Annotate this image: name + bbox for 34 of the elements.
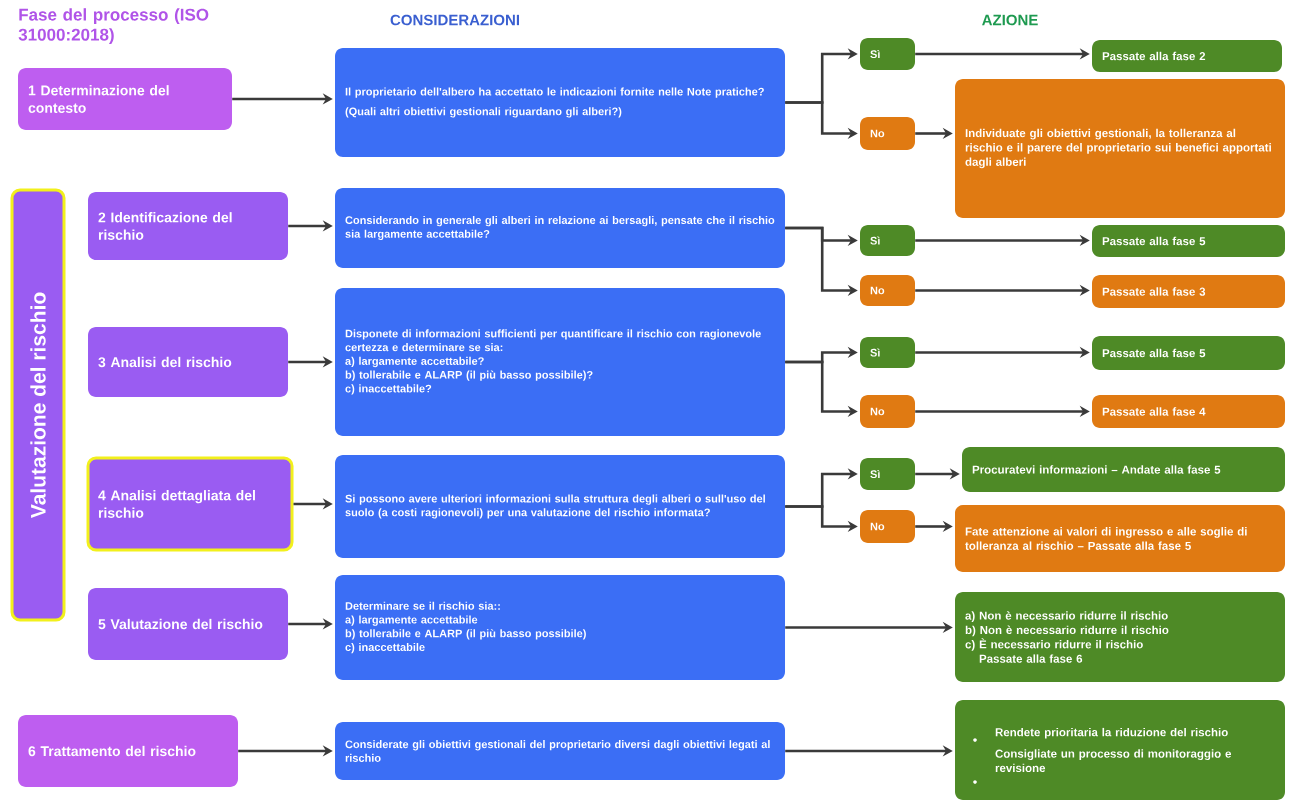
action-box: a) Non è necessario ridurre il rischio b) Non è necessario ridurre il rischio c) È necessario ridurre il rischio Passate alla fase 6 bbox=[955, 592, 1285, 682]
phase-box: 4 Analisi dettagliata del rischio bbox=[86, 456, 294, 552]
question-box: Determinare se il rischio sia:: a) largamente accettabile b) tollerabile e ALARP (il più basso possibile) c) inaccettabile bbox=[335, 575, 785, 680]
answer-box: Sì bbox=[860, 458, 915, 490]
phase-box: 2 Identificazione del rischio bbox=[88, 192, 288, 260]
phase-box: 6 Trattamento del rischio bbox=[18, 715, 238, 787]
answer-box: No bbox=[860, 117, 915, 150]
action-box: Fate attenzione ai valori di ingresso e alle soglie di tolleranza al rischio – Passate alla fase 5 bbox=[955, 505, 1285, 572]
answer-box: No bbox=[860, 510, 915, 543]
action-box: Passate alla fase 5 bbox=[1092, 336, 1285, 370]
answer-box: No bbox=[860, 275, 915, 306]
phase-box: 5 Valutazione del rischio bbox=[88, 588, 288, 660]
action-box: Rendete prioritaria la riduzione del rischio Consigliate un processo di monitoraggio e revisione bbox=[955, 700, 1285, 800]
question-box: Il proprietario dell'albero ha accettato le indicazioni fornite nelle Note pratiche? (Quali altri obiettivi gestionali riguardano gli alberi?) bbox=[335, 48, 785, 157]
action-box: Passate alla fase 5 bbox=[1092, 225, 1285, 257]
question-box: Si possono avere ulteriori informazioni sulla struttura degli alberi o sull'uso del suolo (a costi ragionevoli) per una valutazione del rischio informata? bbox=[335, 455, 785, 558]
column-heading: AZIONE bbox=[982, 14, 1038, 26]
answer-box: Sì bbox=[860, 337, 915, 368]
action-box: Procuratevi informazioni – Andate alla fase 5 bbox=[962, 447, 1285, 492]
phase-box: 3 Analisi del rischio bbox=[88, 327, 288, 397]
answer-box: No bbox=[860, 395, 915, 428]
action-box: Passate alla fase 2 bbox=[1092, 40, 1282, 72]
action-box: Individuate gli obiettivi gestionali, la tolleranza al rischio e il parere del proprietario sui benefici apportati dagli alberi bbox=[955, 79, 1285, 218]
stage-band: Valutazione del rischio bbox=[10, 188, 66, 622]
action-box: Passate alla fase 4 bbox=[1092, 395, 1285, 428]
column-heading: CONSIDERAZIONI bbox=[390, 14, 519, 26]
question-box: Considerate gli obiettivi gestionali del proprietario diversi dagli obiettivi legati al rischio bbox=[335, 722, 785, 780]
question-box: Disponete di informazioni sufficienti per quantificare il rischio con ragionevole certezza e determinare se sia: a) largamente accettabile? b) tollerabile e ALARP (il più basso possibile)? c) inaccettabile? bbox=[335, 288, 785, 436]
question-box: Considerando in generale gli alberi in relazione ai bersagli, pensate che il rischio sia largamente accettabile? bbox=[335, 188, 785, 268]
answer-box: Sì bbox=[860, 225, 915, 256]
phase-box: 1 Determinazione del contesto bbox=[18, 68, 232, 130]
phase-heading: Fase del processo (ISO 31000:2018) bbox=[18, 8, 209, 45]
action-box: Passate alla fase 3 bbox=[1092, 275, 1285, 308]
answer-box: Sì bbox=[860, 38, 915, 70]
